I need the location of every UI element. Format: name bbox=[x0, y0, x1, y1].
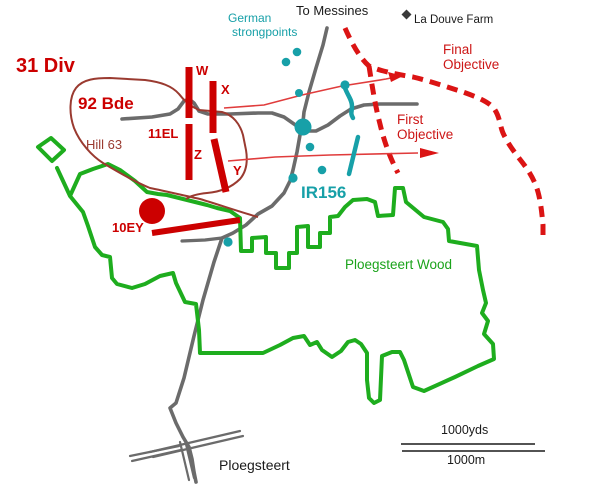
british-trench-bars bbox=[151, 67, 241, 236]
advance-arrow-south-head bbox=[420, 148, 439, 158]
la-douve-farm-marker bbox=[401, 9, 412, 20]
german-strongpoints-label-line2: strongpoints bbox=[232, 25, 298, 39]
wood-label: Ploegsteert Wood bbox=[345, 257, 453, 272]
scale-yards-label: 1000yds bbox=[441, 423, 489, 437]
strongpoint-dot bbox=[317, 165, 327, 175]
first-objective-label-line2: Objective bbox=[397, 127, 454, 142]
trench-x-label: X bbox=[221, 82, 230, 97]
crossroads bbox=[128, 429, 245, 482]
german-strongpoints-label-line1: German bbox=[228, 11, 272, 25]
town-label: Ploegsteert bbox=[219, 457, 290, 473]
german-trench-mark-lower bbox=[346, 134, 361, 177]
strongpoint-dot bbox=[305, 142, 315, 152]
first-objective-line bbox=[366, 65, 401, 175]
strongpoint-dot bbox=[340, 80, 350, 90]
battalion-10ey-label: 10EY bbox=[112, 220, 144, 235]
la-douve-farm-label: La Douve Farm bbox=[414, 14, 494, 26]
wood-boundary bbox=[36, 136, 496, 405]
trench-z-label: Z bbox=[194, 147, 202, 162]
trench-y-label: Y bbox=[233, 163, 242, 178]
hill63-label: Hill 63 bbox=[86, 137, 123, 152]
attack-bar-10ey bbox=[151, 217, 241, 236]
to-messines-label: To Messines bbox=[296, 3, 369, 18]
strongpoint-dot bbox=[292, 47, 302, 57]
trench-w-label: W bbox=[196, 63, 209, 78]
first-objective-label-line1: First bbox=[397, 112, 424, 127]
strongpoint-dot-junction bbox=[294, 118, 312, 136]
strongpoint-dot bbox=[223, 237, 233, 247]
german-regiment-label: IR156 bbox=[301, 183, 347, 202]
advance-arrows bbox=[223, 72, 439, 162]
west-road-stub bbox=[180, 236, 224, 243]
german-trench-mark-upper bbox=[342, 85, 356, 121]
wood-outline bbox=[55, 162, 496, 405]
strongpoint-dot bbox=[281, 57, 291, 67]
scale-metres-label: 1000m bbox=[447, 453, 486, 467]
messines-ploegsteert-road bbox=[168, 26, 329, 484]
advance-arrow-north bbox=[223, 76, 397, 109]
scale-bars bbox=[401, 443, 545, 452]
german-strongpoint-dots bbox=[223, 47, 350, 247]
advance-arrow-north-head bbox=[388, 72, 403, 82]
trench-bar-y bbox=[210, 138, 230, 193]
strongpoint-dot bbox=[288, 173, 298, 183]
division-label: 31 Div bbox=[16, 55, 75, 77]
advance-arrow-south bbox=[227, 152, 419, 162]
final-objective-label-line1: Final bbox=[443, 42, 473, 57]
german-trench-marks bbox=[342, 85, 361, 177]
battalion-11el-label: 11EL bbox=[148, 126, 179, 141]
final-objective-label-line2: Objective bbox=[443, 57, 500, 72]
east-west-road bbox=[120, 97, 419, 133]
wood-flag-shape bbox=[36, 136, 66, 163]
strongpoint-dot bbox=[295, 89, 303, 97]
objective-lines bbox=[342, 26, 546, 238]
brigade-label: 92 Bde bbox=[78, 94, 134, 113]
red-circle-marker bbox=[139, 198, 165, 224]
final-objective-line bbox=[342, 26, 546, 238]
hill63-outline bbox=[69, 76, 259, 218]
